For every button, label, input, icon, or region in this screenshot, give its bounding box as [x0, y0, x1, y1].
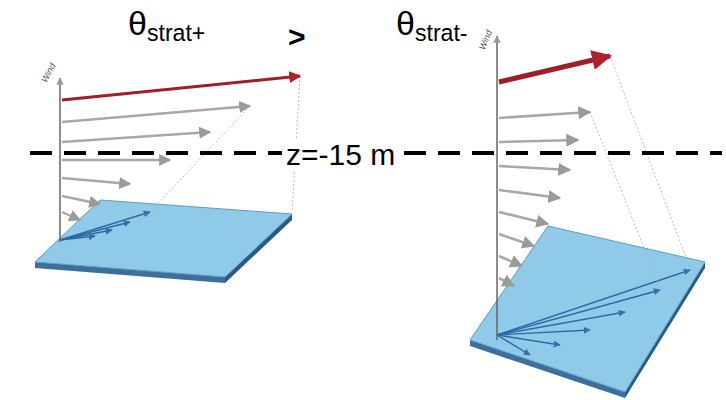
theta-label: θstrat+ [128, 6, 205, 45]
axis-label: Wind [40, 62, 58, 84]
depth-label: z=-15 m [282, 138, 399, 172]
theta-label: θstrat- [396, 6, 468, 45]
axis-label: Wind [478, 29, 494, 51]
comparison-sign: > [288, 22, 306, 52]
left-spiral [35, 76, 300, 283]
right-spiral [470, 36, 705, 398]
